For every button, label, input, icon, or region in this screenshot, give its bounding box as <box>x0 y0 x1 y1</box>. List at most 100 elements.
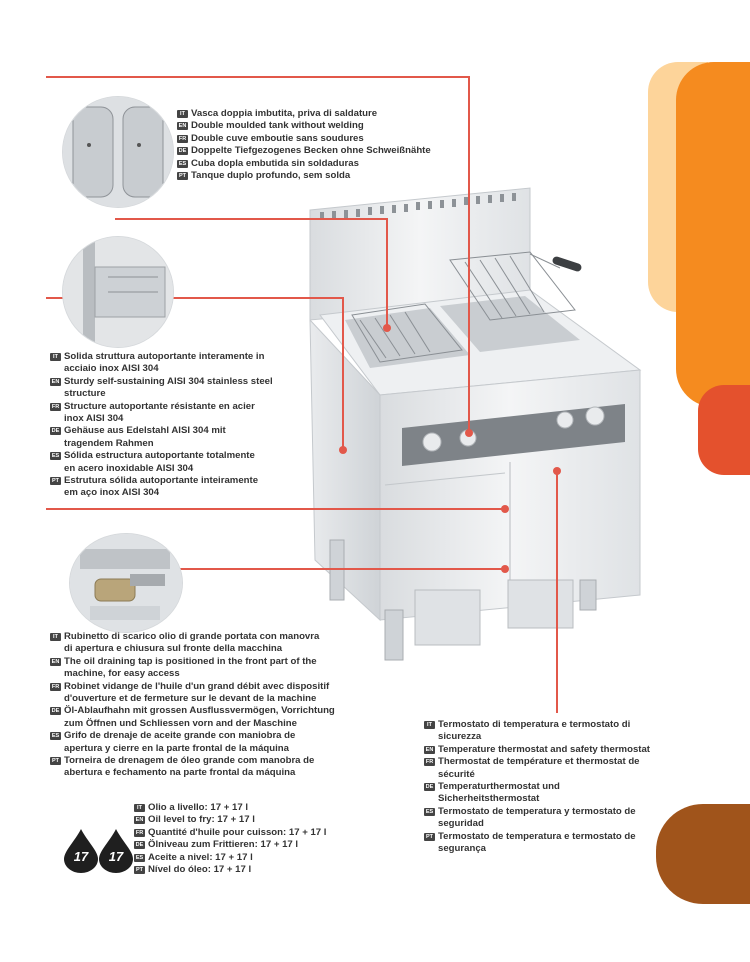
structure-fr-1: Structure autoportante résistante en aci… <box>64 400 255 412</box>
callout-dot-tap <box>501 565 509 573</box>
flag-en-icon: EN <box>50 377 61 386</box>
flag-it-icon: IT <box>50 353 61 361</box>
flag-pt-icon: PT <box>424 832 435 841</box>
thermostat-pt: Termostato de temperatura e termostato d… <box>438 830 636 855</box>
flag-pt-icon: PT <box>134 866 145 875</box>
tap-de-2: zum Öffnen und Schliessen vorn and der M… <box>64 717 297 729</box>
detail-circle-tap <box>70 534 182 632</box>
thermostat-de: Temperaturthermostat und Sicherheitsther… <box>438 781 560 805</box>
callout-dot-thermostat-panel <box>465 429 473 437</box>
thermostat-fr: Thermostat de température et thermostat … <box>438 756 640 780</box>
tank-pt: Tanque duplo profundo, sem solda <box>191 170 351 182</box>
callout-dot-structure <box>339 446 347 454</box>
structure-it-2: acciaio inox AISI 304 <box>64 363 159 375</box>
fryer-illustration <box>309 187 642 661</box>
band-red <box>698 385 750 475</box>
oil-it: Olio a livello: 17 + 17 l <box>148 802 248 813</box>
flag-fr-icon: FR <box>50 402 61 411</box>
flag-en-icon: EN <box>424 745 435 754</box>
flag-es-icon: ES <box>50 452 61 461</box>
detail-circle-tank <box>63 97 173 207</box>
oil-fr: Quantité d'huile pour cuisson: 17 + 17 l <box>148 826 327 838</box>
callout-line-well-v <box>386 218 388 328</box>
drop-right-number: 17 <box>108 849 124 864</box>
callout-line-thermostat <box>556 471 558 713</box>
tap-fr-1: Robinet vidange de l'huile d'un grand dé… <box>64 680 330 692</box>
oil-es: Aceite a nivel: 17 + 17 l <box>148 851 253 863</box>
flag-de-icon: DE <box>134 841 145 850</box>
tank-de: Doppelte Tiefgezogenes Becken ohne Schwe… <box>191 145 431 157</box>
tap-pt-2: abertura e fechamento na parte frontal d… <box>64 767 296 779</box>
flag-es-icon: ES <box>134 853 145 862</box>
oil-pt: Nível do óleo: 17 + 17 l <box>148 864 252 876</box>
tap-it-1: Rubinetto di scarico olio di grande port… <box>64 631 320 642</box>
flag-de-icon: DE <box>177 147 188 156</box>
tank-en: Double moulded tank without welding <box>191 120 364 132</box>
tank-fr: Double cuve emboutie sans soudures <box>191 132 364 144</box>
flag-it-icon: IT <box>177 110 188 118</box>
thermostat-it: Termostato di temperatura e termostato d… <box>438 719 631 743</box>
tap-pt-1: Torneira de drenagem de óleo grande com … <box>64 755 315 767</box>
callout-line-structure-v <box>342 297 344 449</box>
flag-pt-icon: PT <box>50 757 61 766</box>
structure-it-1: Solida struttura autoportante interament… <box>64 351 265 362</box>
structure-de-2: tragendem Rahmen <box>64 437 154 449</box>
tap-es-2: apertura y cierre en la parte frontal de… <box>64 742 289 754</box>
flag-de-icon: DE <box>50 427 61 436</box>
tap-en-2: machine, for easy access <box>64 668 180 680</box>
structure-de-1: Gehäuse aus Edelstahl AISI 304 mit <box>64 425 226 437</box>
callout-dot-well <box>383 324 391 332</box>
structure-pt-1: Estrutura sólida autoportante inteiramen… <box>64 475 259 487</box>
flag-it-icon: IT <box>134 804 145 812</box>
flag-es-icon: ES <box>50 732 61 741</box>
tap-en-1: The oil draining tap is positioned in th… <box>64 655 317 667</box>
flag-en-icon: EN <box>50 657 61 666</box>
detail-circle-structure <box>63 237 173 347</box>
tap-it-2: di apertura e chiusura sul fronte della … <box>64 643 283 655</box>
callout-line-well-h <box>115 218 388 220</box>
flag-en-icon: EN <box>134 816 145 825</box>
flag-en-icon: EN <box>177 122 188 131</box>
tap-es-1: Grifo de drenaje de aceite grande con ma… <box>64 730 296 742</box>
callout-line-door <box>46 508 504 510</box>
structure-en: Sturdy self-sustaining AISI 304 stainles… <box>64 375 273 400</box>
flag-es-icon: ES <box>424 807 435 816</box>
flag-pt-icon: PT <box>50 477 61 486</box>
callout-dot-door <box>501 505 509 513</box>
flag-pt-icon: PT <box>177 172 188 181</box>
structure-pt-2: em aço inox AISI 304 <box>64 487 160 499</box>
thermostat-en: Temperature thermostat and safety thermo… <box>438 743 651 755</box>
oil-drop-icon: 17 <box>97 829 135 873</box>
thermostat-es: Termostato de temperatura y termostato d… <box>438 805 636 830</box>
callout-line-tap <box>160 568 504 570</box>
band-orange <box>676 62 750 407</box>
flag-it-icon: IT <box>50 633 61 641</box>
structure-es-2: en acero inoxidable AISI 304 <box>64 462 194 474</box>
flag-fr-icon: FR <box>134 828 145 837</box>
callout-line-tank-v <box>468 76 470 432</box>
tap-de-1: Öl-Ablaufhahn mit grossen Ausflussvermög… <box>64 705 335 717</box>
oil-drop-icon: 17 <box>62 829 100 873</box>
oil-de: Ölniveau zum Frittieren: 17 + 17 l <box>148 839 299 851</box>
callout-dot-thermostat <box>553 467 561 475</box>
structure-es-1: Sólida estructura autoportante totalment… <box>64 450 255 462</box>
callout-line-structure-h <box>46 297 344 299</box>
structure-fr-2: inox AISI 304 <box>64 413 124 425</box>
flag-fr-icon: FR <box>424 758 435 767</box>
flag-es-icon: ES <box>177 159 188 168</box>
drop-left-number: 17 <box>73 849 89 864</box>
oil-en: Oil level to fry: 17 + 17 l <box>148 814 255 826</box>
flag-fr-icon: FR <box>177 134 188 143</box>
brown-tab <box>656 804 750 904</box>
flag-de-icon: DE <box>50 707 61 716</box>
tank-it: Vasca doppia imbutita, priva di saldatur… <box>191 108 378 119</box>
flag-fr-icon: FR <box>50 682 61 691</box>
flag-de-icon: DE <box>424 783 435 792</box>
flag-it-icon: IT <box>424 721 435 729</box>
callout-line-tank-h <box>46 76 470 78</box>
